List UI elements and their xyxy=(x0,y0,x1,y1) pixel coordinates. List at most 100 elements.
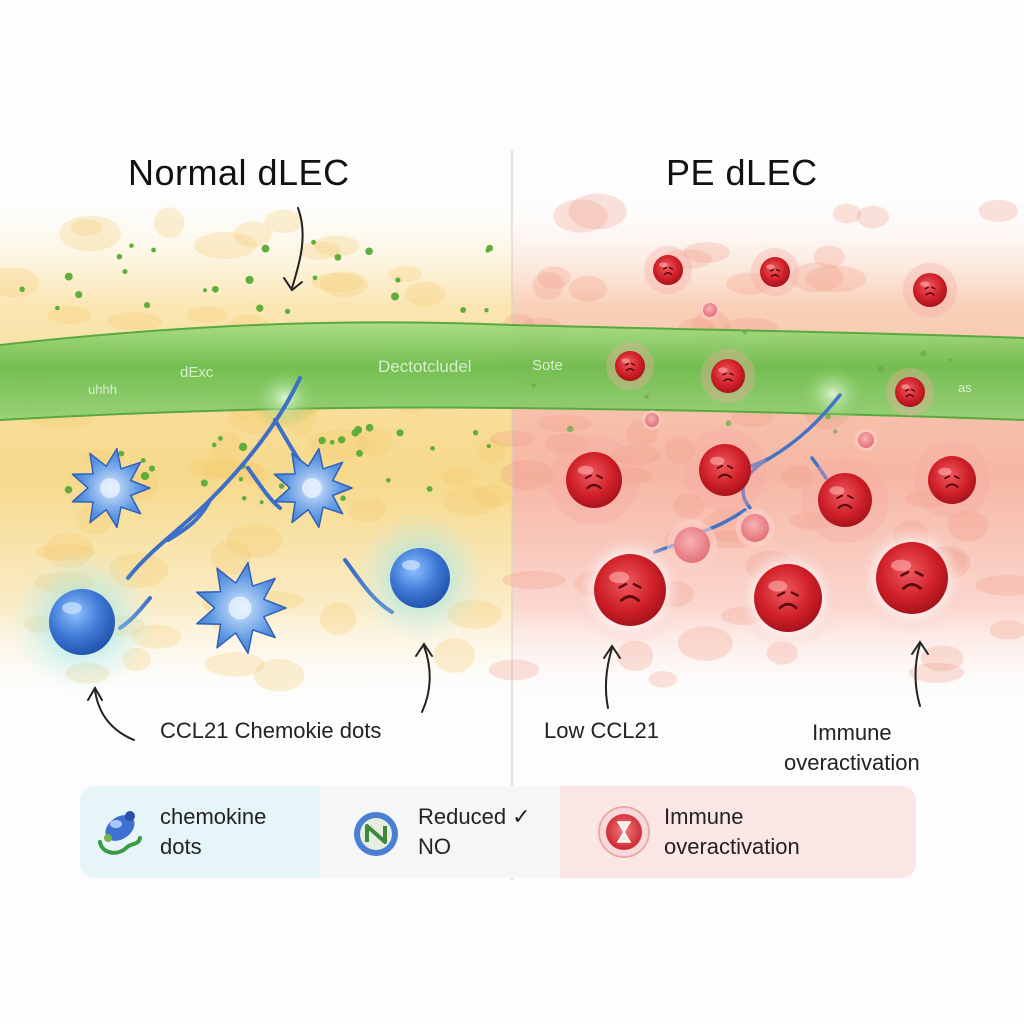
pe-panel-title: PE dLEC xyxy=(666,152,818,193)
cell-highlight xyxy=(901,384,910,390)
chemokine-dot xyxy=(278,483,285,489)
tissue-blob xyxy=(553,199,608,233)
tissue-blob xyxy=(348,498,386,523)
chemokine-dot xyxy=(116,253,123,260)
vessel-opening xyxy=(251,368,319,428)
cell-mouth xyxy=(723,378,733,382)
tissue-blob xyxy=(253,658,305,692)
dendritic-nucleus xyxy=(228,596,252,620)
chemokine-dot xyxy=(742,329,748,335)
chemokine-dot xyxy=(472,429,479,436)
chemokine-dot xyxy=(75,290,83,299)
lymphatic-vessel xyxy=(0,322,1024,420)
tissue-blob xyxy=(975,575,1024,596)
immune-cell xyxy=(818,473,872,527)
tissue-blob xyxy=(313,235,360,257)
cell-highlight xyxy=(621,358,630,364)
immune-cell xyxy=(674,527,710,563)
chemokine-dot xyxy=(19,286,25,293)
tissue-blob xyxy=(673,493,705,519)
chemokine-dot xyxy=(200,479,208,487)
activated-immune-cells xyxy=(549,246,991,651)
chemokine-dot xyxy=(238,442,248,452)
tissue-blob xyxy=(813,245,845,268)
chemokine-dot xyxy=(531,383,536,388)
cell-brow xyxy=(944,475,960,480)
tissue-blob xyxy=(226,523,283,558)
chemokine-dot xyxy=(644,394,649,399)
tissue-blob xyxy=(211,539,252,575)
cell-mouth xyxy=(902,583,922,590)
chemokine-dot xyxy=(365,423,374,432)
cell-brow xyxy=(836,494,854,500)
tissue-blob xyxy=(298,241,341,260)
tissue-blob xyxy=(908,662,964,683)
cell-highlight xyxy=(766,264,775,270)
tissue-blob xyxy=(568,193,627,230)
chemokine-dot xyxy=(395,277,401,283)
tissue-blob xyxy=(664,435,696,464)
legend: chemokine dots Reduced ✓ NO Immune overa… xyxy=(80,786,916,878)
tissue-blob xyxy=(856,205,890,229)
tissue-blob xyxy=(70,219,102,236)
chemokine-dot xyxy=(218,436,223,441)
cell-mouth xyxy=(620,595,640,602)
tissue-blob xyxy=(648,671,678,688)
immune-cell xyxy=(594,554,666,626)
cell-highlight xyxy=(938,467,952,476)
chemokine-dot xyxy=(354,425,363,434)
chemokine-dot xyxy=(143,302,151,309)
tissue-blob xyxy=(308,429,370,460)
chemokine-dot xyxy=(833,429,838,434)
tissue-blob xyxy=(154,207,185,239)
tissue-blob xyxy=(442,467,474,487)
immune-cell xyxy=(699,444,751,496)
chemokine-dot xyxy=(365,247,373,256)
cell-mouth xyxy=(625,367,635,372)
tissue-blob xyxy=(488,659,540,681)
tissue-blob xyxy=(311,272,364,293)
cell-mouth xyxy=(663,271,673,276)
legend-label: Immune overactivation xyxy=(664,804,800,859)
cell-highlight xyxy=(718,367,728,373)
chemokine-dot xyxy=(261,244,270,253)
cell-highlight xyxy=(402,560,420,570)
chemokine-dot xyxy=(129,243,134,248)
cell-brow xyxy=(662,266,674,270)
chemokine-dot xyxy=(203,288,208,293)
chemokine-dot xyxy=(284,308,291,315)
tissue-blob xyxy=(537,414,593,432)
cell-brow xyxy=(924,286,936,290)
chemokine-dot xyxy=(151,247,156,253)
cell-brow xyxy=(716,464,734,470)
immune-cell xyxy=(876,542,948,614)
tissue-blob xyxy=(790,262,844,293)
chemokine-dot xyxy=(391,292,400,301)
tissue-blob xyxy=(387,266,422,283)
chemokine-dot xyxy=(825,413,831,420)
tissue-blob xyxy=(264,209,304,233)
chemokine-dot xyxy=(64,485,73,494)
hourglass-alert-icon xyxy=(598,806,650,858)
chemokine-dot xyxy=(238,476,244,482)
tissue-blob xyxy=(532,271,564,300)
tissue-blob xyxy=(476,439,506,464)
chemokine-dot xyxy=(64,272,73,281)
normal-panel-title: Normal dLEC xyxy=(128,152,350,193)
legend-label: Reduced ✓ NO xyxy=(418,804,531,859)
membrane-label: as xyxy=(958,380,972,395)
immune-cell xyxy=(711,359,745,393)
vessel-opening xyxy=(799,364,867,424)
chemokine-dot xyxy=(877,365,885,373)
cell-highlight xyxy=(920,281,930,287)
pointer-arrows xyxy=(87,207,929,741)
cell-highlight xyxy=(709,456,725,466)
tissue-blob xyxy=(677,626,733,661)
chemokine-dot xyxy=(312,275,318,281)
chemokine-dot xyxy=(140,471,150,481)
tissue-blob xyxy=(233,221,272,248)
tissue-blob xyxy=(188,457,241,480)
immune-cell xyxy=(653,255,683,285)
chemokine-dot xyxy=(566,425,574,433)
chemokine-dot xyxy=(329,440,335,445)
